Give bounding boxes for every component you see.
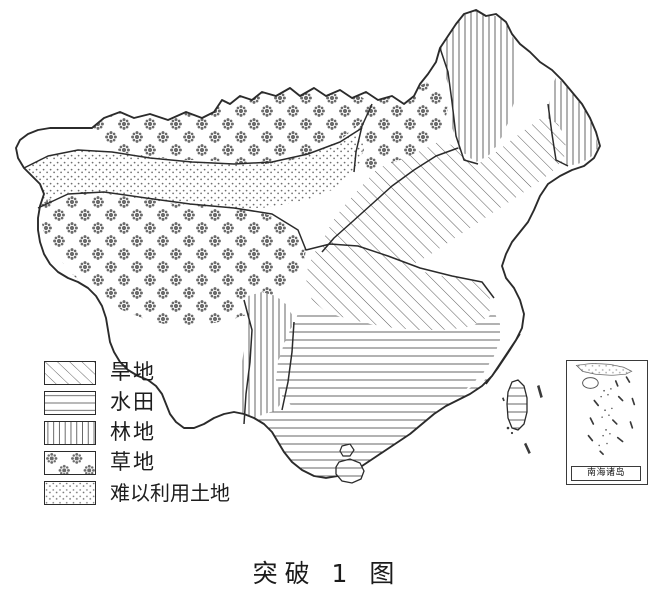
legend-swatch-grassland bbox=[44, 450, 96, 475]
region-tibet-plateau-grassland bbox=[38, 190, 306, 326]
region-huanghuai-dry-farmland bbox=[306, 244, 492, 332]
region-northwest-unusable-land bbox=[24, 132, 364, 208]
legend-swatch-dry-farmland bbox=[44, 360, 96, 385]
legend-item-dry-farmland[interactable]: 旱地 bbox=[44, 358, 274, 387]
region-south-china-paddy-field bbox=[240, 334, 520, 478]
legend-swatch-forest-land bbox=[44, 420, 96, 445]
legend-label-forest-land: 林地 bbox=[110, 420, 156, 444]
region-xinjiang-north-grassland bbox=[92, 88, 372, 164]
map-legend: 旱地 水田 林地 草地 bbox=[44, 358, 274, 508]
taiwan-island bbox=[506, 379, 528, 431]
hainan-island bbox=[335, 443, 365, 484]
legend-item-paddy-field[interactable]: 水田 bbox=[44, 388, 274, 417]
legend-label-paddy-field: 水田 bbox=[110, 390, 156, 414]
region-yangtze-paddy-field bbox=[276, 310, 500, 426]
legend-swatch-unusable-land bbox=[44, 480, 96, 505]
inset-label-south-china-sea: 南海诸岛 bbox=[571, 466, 641, 481]
legend-label-grassland: 草地 bbox=[110, 450, 156, 474]
region-northeast-north-china-dry-farmland bbox=[322, 116, 566, 282]
inset-islets-map bbox=[575, 362, 636, 456]
legend-item-grassland[interactable]: 草地 bbox=[44, 448, 274, 477]
region-inner-mongolia-grassland bbox=[350, 80, 448, 172]
region-northeast-forest-land bbox=[440, 10, 518, 162]
legend-swatch-paddy-field bbox=[44, 390, 96, 415]
east-sea-islets bbox=[502, 385, 543, 454]
figure-caption: 突破 1 图 bbox=[252, 559, 402, 588]
land-use-division-lines bbox=[23, 47, 569, 425]
legend-item-forest-land[interactable]: 林地 bbox=[44, 418, 274, 447]
legend-label-dry-farmland: 旱地 bbox=[110, 360, 156, 384]
legend-label-unusable-land: 难以利用土地 bbox=[110, 480, 230, 505]
south-china-sea-inset: 南海诸岛 bbox=[566, 360, 648, 485]
legend-item-unusable-land[interactable]: 难以利用土地 bbox=[44, 478, 274, 507]
